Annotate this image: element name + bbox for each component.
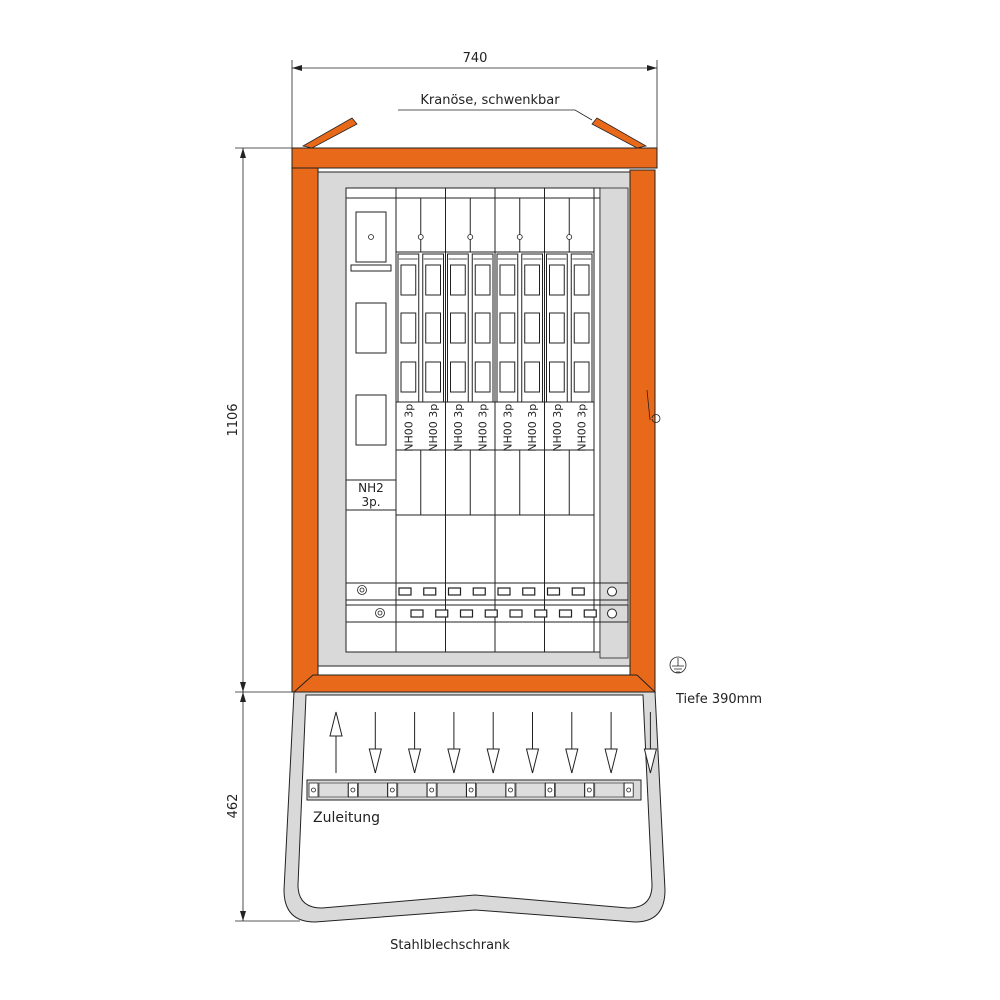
feed-label: Zuleitung [313,810,380,826]
busbar-terminal [571,587,585,596]
busbar-terminal [423,587,437,596]
fuse-holder-1: NH00 3p. [397,253,420,452]
cabinet-base: Zuleitung [283,691,666,923]
caption: Stahlblechschrank [390,938,510,953]
busbars [345,582,629,623]
fuse-label: NH00 3p. [427,400,440,451]
height-upper-label: 1106 [226,403,241,436]
busbar-terminal [522,587,536,596]
busbar-terminal [472,587,486,596]
fuse-label: NH00 3p. [402,400,415,451]
busbar-terminal [546,587,561,596]
busbar-terminal [435,609,449,618]
busbar-terminal [534,609,548,618]
crane-eyes: Kranöse, schwenkbar [301,93,648,149]
busbar-terminal [558,609,573,618]
busbar-terminal [484,609,498,618]
dimension-width: 740 [291,51,658,148]
fuse-label: NH00 3p. [526,400,539,451]
width-label: 740 [463,51,488,66]
main-fuse-label-2: 3p. [361,495,380,509]
fuse-label: NH00 3p. [576,400,589,451]
height-lower-label: 462 [226,794,241,819]
depth-label: Tiefe 390mm [675,692,762,707]
busbar-terminal [398,587,412,596]
dimension-height: 1106 462 [226,147,300,922]
busbar-terminal [497,587,511,596]
fuse-label: NH00 3p. [551,400,564,451]
busbar-terminal [410,609,424,618]
crane-eye-label: Kranöse, schwenkbar [420,93,560,108]
door-edge [629,169,656,693]
busbar-terminal [583,609,597,618]
busbar-terminal [447,587,462,596]
door-handle [646,389,661,423]
main-fuse-label-1: NH2 [358,481,384,495]
outgoing-fuse-block: NH00 3p. NH00 3p. NH00 3p. NH00 3p. NH00 3p.… [395,188,595,652]
fuse-label: NH00 3p. [501,400,514,451]
fuse-holder-7: NH00 3p. [546,253,568,452]
busbar-terminal [459,609,474,618]
ground-symbol-icon [669,656,687,674]
fuse-label: NH00 3p. [477,400,490,451]
fuse-label: NH00 3p. [452,400,465,451]
busbar-terminal [509,609,523,618]
cable-arrows [329,711,658,774]
